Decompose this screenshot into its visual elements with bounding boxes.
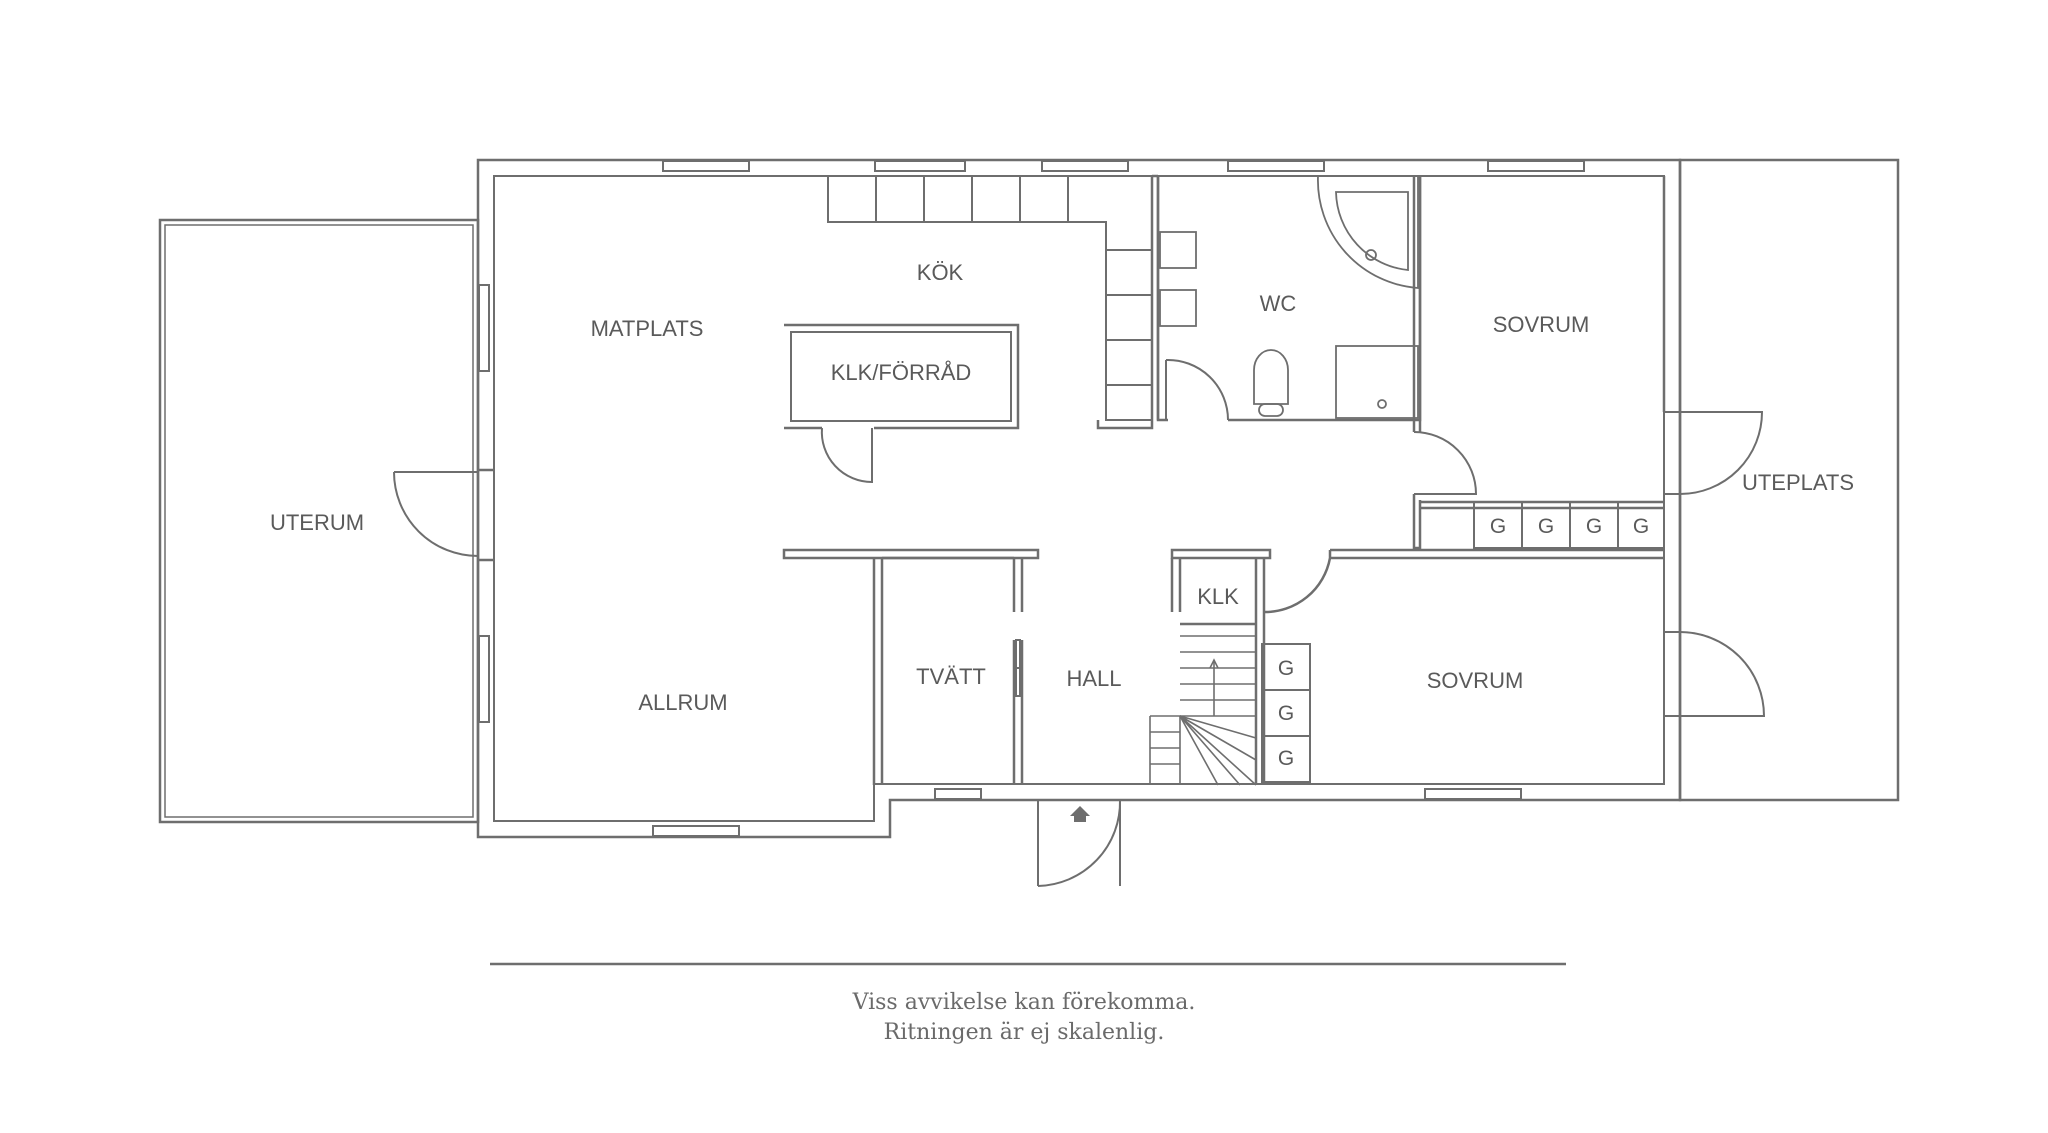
sovrum-1-walls [1412,176,1666,550]
room-label-uterum: UTERUM [270,510,364,535]
closet-label: G [1538,515,1554,538]
room-label-wc: WC [1260,291,1297,316]
footer-disclaimer-line-1: Viss avvikelse kan förekomma. [852,990,1196,1015]
windows [478,160,1585,837]
room-label-hall: HALL [1066,666,1121,691]
closet-label: G [1633,515,1649,538]
closet-label: G [1278,657,1294,680]
closet-label: G [1586,515,1602,538]
footer-disclaimer-line-2: Ritningen är ej skalenlig. [883,1020,1165,1045]
room-label-tvatt: TVÄTT [916,664,986,689]
wc-fixtures [1159,175,1419,419]
room-label-sovrum-2: SOVRUM [1427,668,1524,693]
room-label-allrum: ALLRUM [638,690,727,715]
uteplats-door-upper [1664,411,1764,495]
exterior-walls [476,158,1682,839]
closet-label: G [1278,747,1294,770]
closets-sovrum-2 [1261,643,1311,783]
entry-arrow-icon [1070,806,1090,822]
staircase [1149,635,1257,786]
closets-sovrum-1 [1473,501,1665,549]
uterum-door [393,471,479,557]
room-label-uteplats: UTEPLATS [1742,470,1854,495]
room-label-kok: KÖK [917,260,964,285]
closet-label: G [1490,515,1506,538]
room-label-klk: KLK [1197,584,1239,609]
uteplats-door-lower [1664,631,1766,717]
room-label-matplats: MATPLATS [591,316,704,341]
room-label-klk-forrad: KLK/FÖRRÅD [831,360,972,385]
sliding-door [1013,639,1021,697]
room-label-sovrum-1: SOVRUM [1493,312,1590,337]
interior-walls [782,548,1664,785]
front-door [1037,799,1122,887]
closet-label: G [1278,702,1294,725]
klk-forrad-block [784,323,1020,484]
